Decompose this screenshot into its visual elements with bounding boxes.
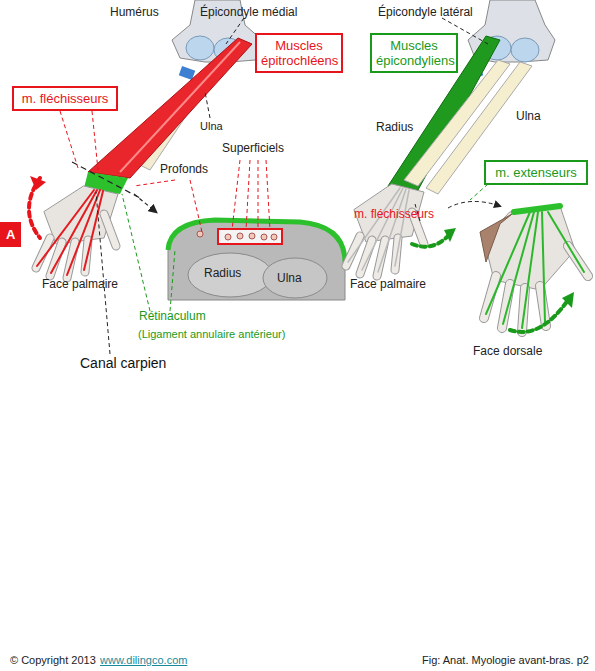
bone-label: Ulna [200, 119, 223, 133]
landmark-label: Épicondyle médial [200, 5, 297, 19]
bone-label: Ulna [277, 271, 302, 285]
box-text: Muscles épicondyliens [376, 38, 452, 68]
box-text: m. fléchisseurs [18, 91, 112, 106]
view-label: Face palmaire [350, 277, 426, 291]
layer-label: Profonds [160, 162, 208, 176]
landmark-label: Épicondyle latéral [378, 5, 473, 19]
box-text: A [6, 227, 15, 242]
bone-label: Humérus [110, 5, 159, 19]
box-text: m. extenseurs [490, 165, 582, 180]
source-link: www.dilingco.com [100, 653, 187, 667]
copyright-note: © Copyright 2013 [10, 653, 96, 667]
ligament-label: (Ligament annulaire antérieur) [138, 327, 285, 341]
muscle-label: m. fléchisseurs [354, 207, 434, 221]
panel-letter: A [0, 222, 21, 247]
hand-palmar [29, 176, 118, 278]
layer-label: Superficiels [222, 141, 284, 155]
figure-caption: Fig: Anat. Myologie avant-bras. p2 [422, 653, 589, 667]
view-label: Face dorsale [473, 344, 542, 358]
hand-palmar [346, 184, 456, 276]
bone-label: Radius [376, 120, 413, 134]
hand-dorsal [480, 206, 588, 332]
box-text: Muscles épitrochléens [261, 38, 337, 68]
muscle-group-box: Muscles épitrochléens [255, 33, 343, 73]
muscle-label-box: m. fléchisseurs [12, 86, 118, 111]
structure-label: Canal carpien [80, 355, 166, 372]
muscle-group-box: Muscles épicondyliens [370, 33, 458, 73]
view-label: Face palmaire [42, 277, 118, 291]
muscle-label-box: m. extenseurs [484, 160, 588, 185]
carpal-cross-section [168, 220, 345, 300]
bone-label: Ulna [516, 109, 541, 123]
ligament-label: Rétinaculum [139, 309, 206, 323]
bone-label: Radius [204, 266, 241, 280]
